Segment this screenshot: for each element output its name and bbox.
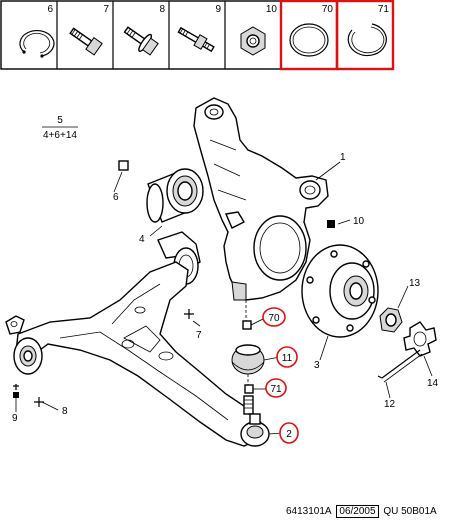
callout-3: 3 xyxy=(314,360,320,371)
header-cell-label: 10 xyxy=(266,4,278,15)
callout-11-circle xyxy=(276,346,298,368)
ball-joint xyxy=(240,413,270,447)
flange-bolt-icon xyxy=(123,26,159,56)
callout-9: 9 xyxy=(12,413,18,424)
callout-2: 2 xyxy=(286,429,292,440)
callout-5-sublabel: 4+6+14 xyxy=(43,130,77,141)
split-pin xyxy=(377,349,423,383)
ball-joint-boot xyxy=(231,344,265,375)
callout-10: 10 xyxy=(353,216,365,227)
circlip-ring-icon xyxy=(19,30,55,58)
callout-4: 4 xyxy=(139,234,145,245)
header-cell-label: 9 xyxy=(215,4,221,15)
footer-ref: 6413101A xyxy=(286,506,332,517)
ball-joint-stud xyxy=(243,395,254,415)
callout-7: 7 xyxy=(196,330,202,341)
hub-nut xyxy=(379,307,403,333)
callout-13: 13 xyxy=(409,278,421,289)
callout-70: 70 xyxy=(268,313,280,324)
wheel-bearing xyxy=(146,168,204,223)
footer-date: 06/2005 xyxy=(336,505,379,518)
header-cell-label: 70 xyxy=(322,4,334,15)
wheel-hub xyxy=(301,244,379,338)
diagram-footer: 6413101A 06/2005 QU 50B01A xyxy=(286,505,437,518)
hex-nut-icon xyxy=(240,26,266,56)
header-cell-label: 6 xyxy=(47,4,53,15)
header-cell-label: 8 xyxy=(159,4,165,15)
callout-71-circle xyxy=(265,378,287,398)
callout-8: 8 xyxy=(62,406,68,417)
parts-header-strip: 6 7 8 9 10 70 71 xyxy=(0,0,395,71)
lower-wishbone-arm xyxy=(15,261,263,447)
callout-1: 1 xyxy=(340,152,346,163)
ring-icon xyxy=(289,23,329,57)
callout-5: 5 xyxy=(57,115,63,126)
callout-11: 11 xyxy=(282,353,293,364)
callout-70-circle xyxy=(262,307,286,327)
callout-2-circle xyxy=(279,422,299,444)
marker-6 xyxy=(118,160,129,171)
callout-71: 71 xyxy=(270,384,282,395)
bolt-icon xyxy=(69,27,103,56)
callout-12: 12 xyxy=(384,399,396,410)
header-cell-label: 71 xyxy=(378,4,390,15)
stud-bolt-icon xyxy=(177,26,215,53)
leader-lines xyxy=(15,161,433,435)
nut-lock xyxy=(403,321,437,357)
marker-9 xyxy=(13,384,19,398)
marker-70 xyxy=(242,320,252,330)
header-cell-71-highlight xyxy=(335,0,395,71)
marker-10 xyxy=(327,220,335,228)
marker-71 xyxy=(244,384,254,394)
front-bush xyxy=(13,337,43,375)
steering-knuckle xyxy=(193,97,329,301)
split-ring-icon xyxy=(347,23,387,57)
marker-7 xyxy=(184,309,194,319)
header-cell-label: 7 xyxy=(103,4,109,15)
callout-6: 6 xyxy=(113,192,119,203)
footer-code: QU 50B01A xyxy=(383,506,437,517)
callout-14: 14 xyxy=(427,378,439,389)
front-bush-bracket xyxy=(5,315,25,335)
